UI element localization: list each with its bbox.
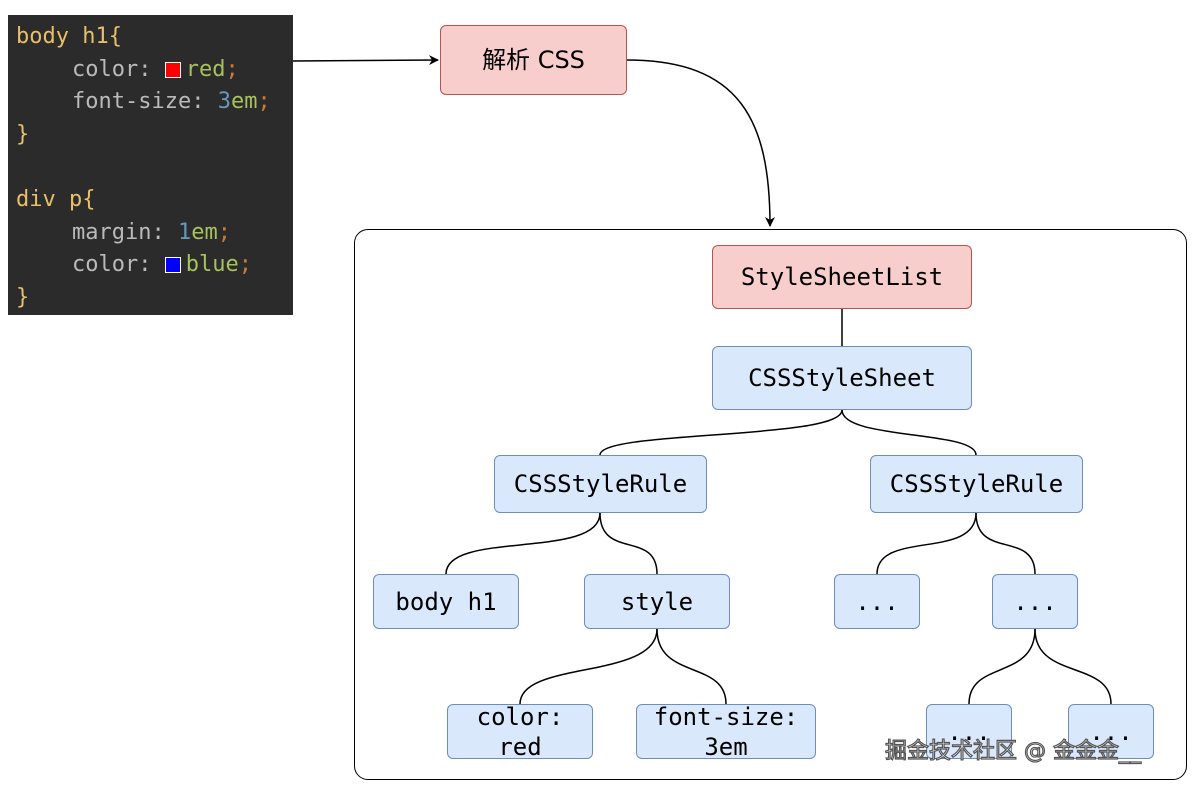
semicolon-token: ; bbox=[225, 56, 239, 82]
selector-token: div p bbox=[16, 186, 83, 212]
code-line: } bbox=[16, 119, 293, 152]
semicolon-token: ; bbox=[217, 219, 231, 245]
code-line: body h1{ bbox=[16, 21, 293, 54]
edge-sheet-to-rule-right bbox=[841, 409, 977, 456]
cssom-tree-container bbox=[354, 229, 1187, 780]
property-token: font-size: bbox=[72, 89, 205, 115]
code-line: color: red; bbox=[16, 54, 293, 87]
red-color-swatch-icon bbox=[164, 61, 181, 78]
blue-color-swatch-icon bbox=[164, 257, 181, 274]
style-node: style bbox=[584, 574, 730, 629]
value-token: blue bbox=[185, 252, 239, 278]
selector-node: body h1 bbox=[373, 574, 519, 629]
property-token: color: bbox=[72, 56, 152, 82]
semicolon-token: ; bbox=[238, 252, 252, 278]
css-style-rule-right-node: CSSStyleRule bbox=[870, 455, 1083, 513]
arrow-code-to-parse bbox=[292, 55, 439, 66]
unit-token: em bbox=[191, 219, 218, 245]
property-token: color: bbox=[72, 252, 152, 278]
brace-token: { bbox=[82, 186, 96, 212]
value-token: red bbox=[185, 56, 226, 82]
css-code-panel: body h1{ color: red; font-size: 3em; } d… bbox=[8, 15, 293, 315]
code-line: } bbox=[16, 282, 293, 315]
ellipsis-node: ... bbox=[992, 574, 1078, 629]
edge-rule-to-style bbox=[599, 512, 658, 575]
css-stylesheet-node: CSSStyleSheet bbox=[712, 346, 972, 410]
font-size-declaration-node: font-size: 3em bbox=[636, 703, 816, 761]
selector-token: body h1 bbox=[16, 24, 109, 49]
edge-style-to-color bbox=[519, 628, 658, 705]
css-style-rule-left-node: CSSStyleRule bbox=[494, 455, 707, 513]
number-token: 1 bbox=[177, 219, 192, 245]
ellipsis-node: ... bbox=[1068, 704, 1154, 759]
brace-token: { bbox=[108, 24, 122, 49]
stylesheet-list-node: StyleSheetList bbox=[712, 245, 972, 309]
semicolon-token: ; bbox=[257, 89, 271, 115]
property-token: margin: bbox=[72, 219, 165, 245]
brace-token: } bbox=[16, 284, 30, 310]
ellipsis-node: ... bbox=[926, 704, 1012, 759]
watermark: 掘金技术社区 @ 金金金__ bbox=[884, 738, 1141, 764]
arrow-parse-to-tree bbox=[626, 59, 775, 227]
code-line: margin: 1em; bbox=[16, 217, 293, 250]
code-line: font-size: 3em; bbox=[16, 86, 293, 119]
ellipsis-node: ... bbox=[834, 574, 920, 629]
brace-token: } bbox=[16, 121, 30, 147]
color-declaration-node: color: red bbox=[447, 703, 593, 761]
edge-sheet-to-rule-left bbox=[599, 409, 843, 456]
parse-css-node: 解析 CSS bbox=[440, 25, 627, 95]
edge-rule-right-to-child-a bbox=[876, 512, 977, 575]
unit-token: em bbox=[230, 89, 258, 115]
number-token: 3 bbox=[217, 89, 231, 115]
edge-child-b-to-leaf-a bbox=[968, 628, 1036, 705]
edge-rule-right-to-child-b bbox=[975, 512, 1036, 575]
edge-child-b-to-leaf-b bbox=[1034, 628, 1112, 705]
edge-style-to-fontsize bbox=[656, 628, 727, 705]
edge-rule-to-selector bbox=[445, 512, 601, 575]
code-line: color: blue; bbox=[16, 249, 293, 282]
code-line: div p{ bbox=[16, 184, 293, 217]
